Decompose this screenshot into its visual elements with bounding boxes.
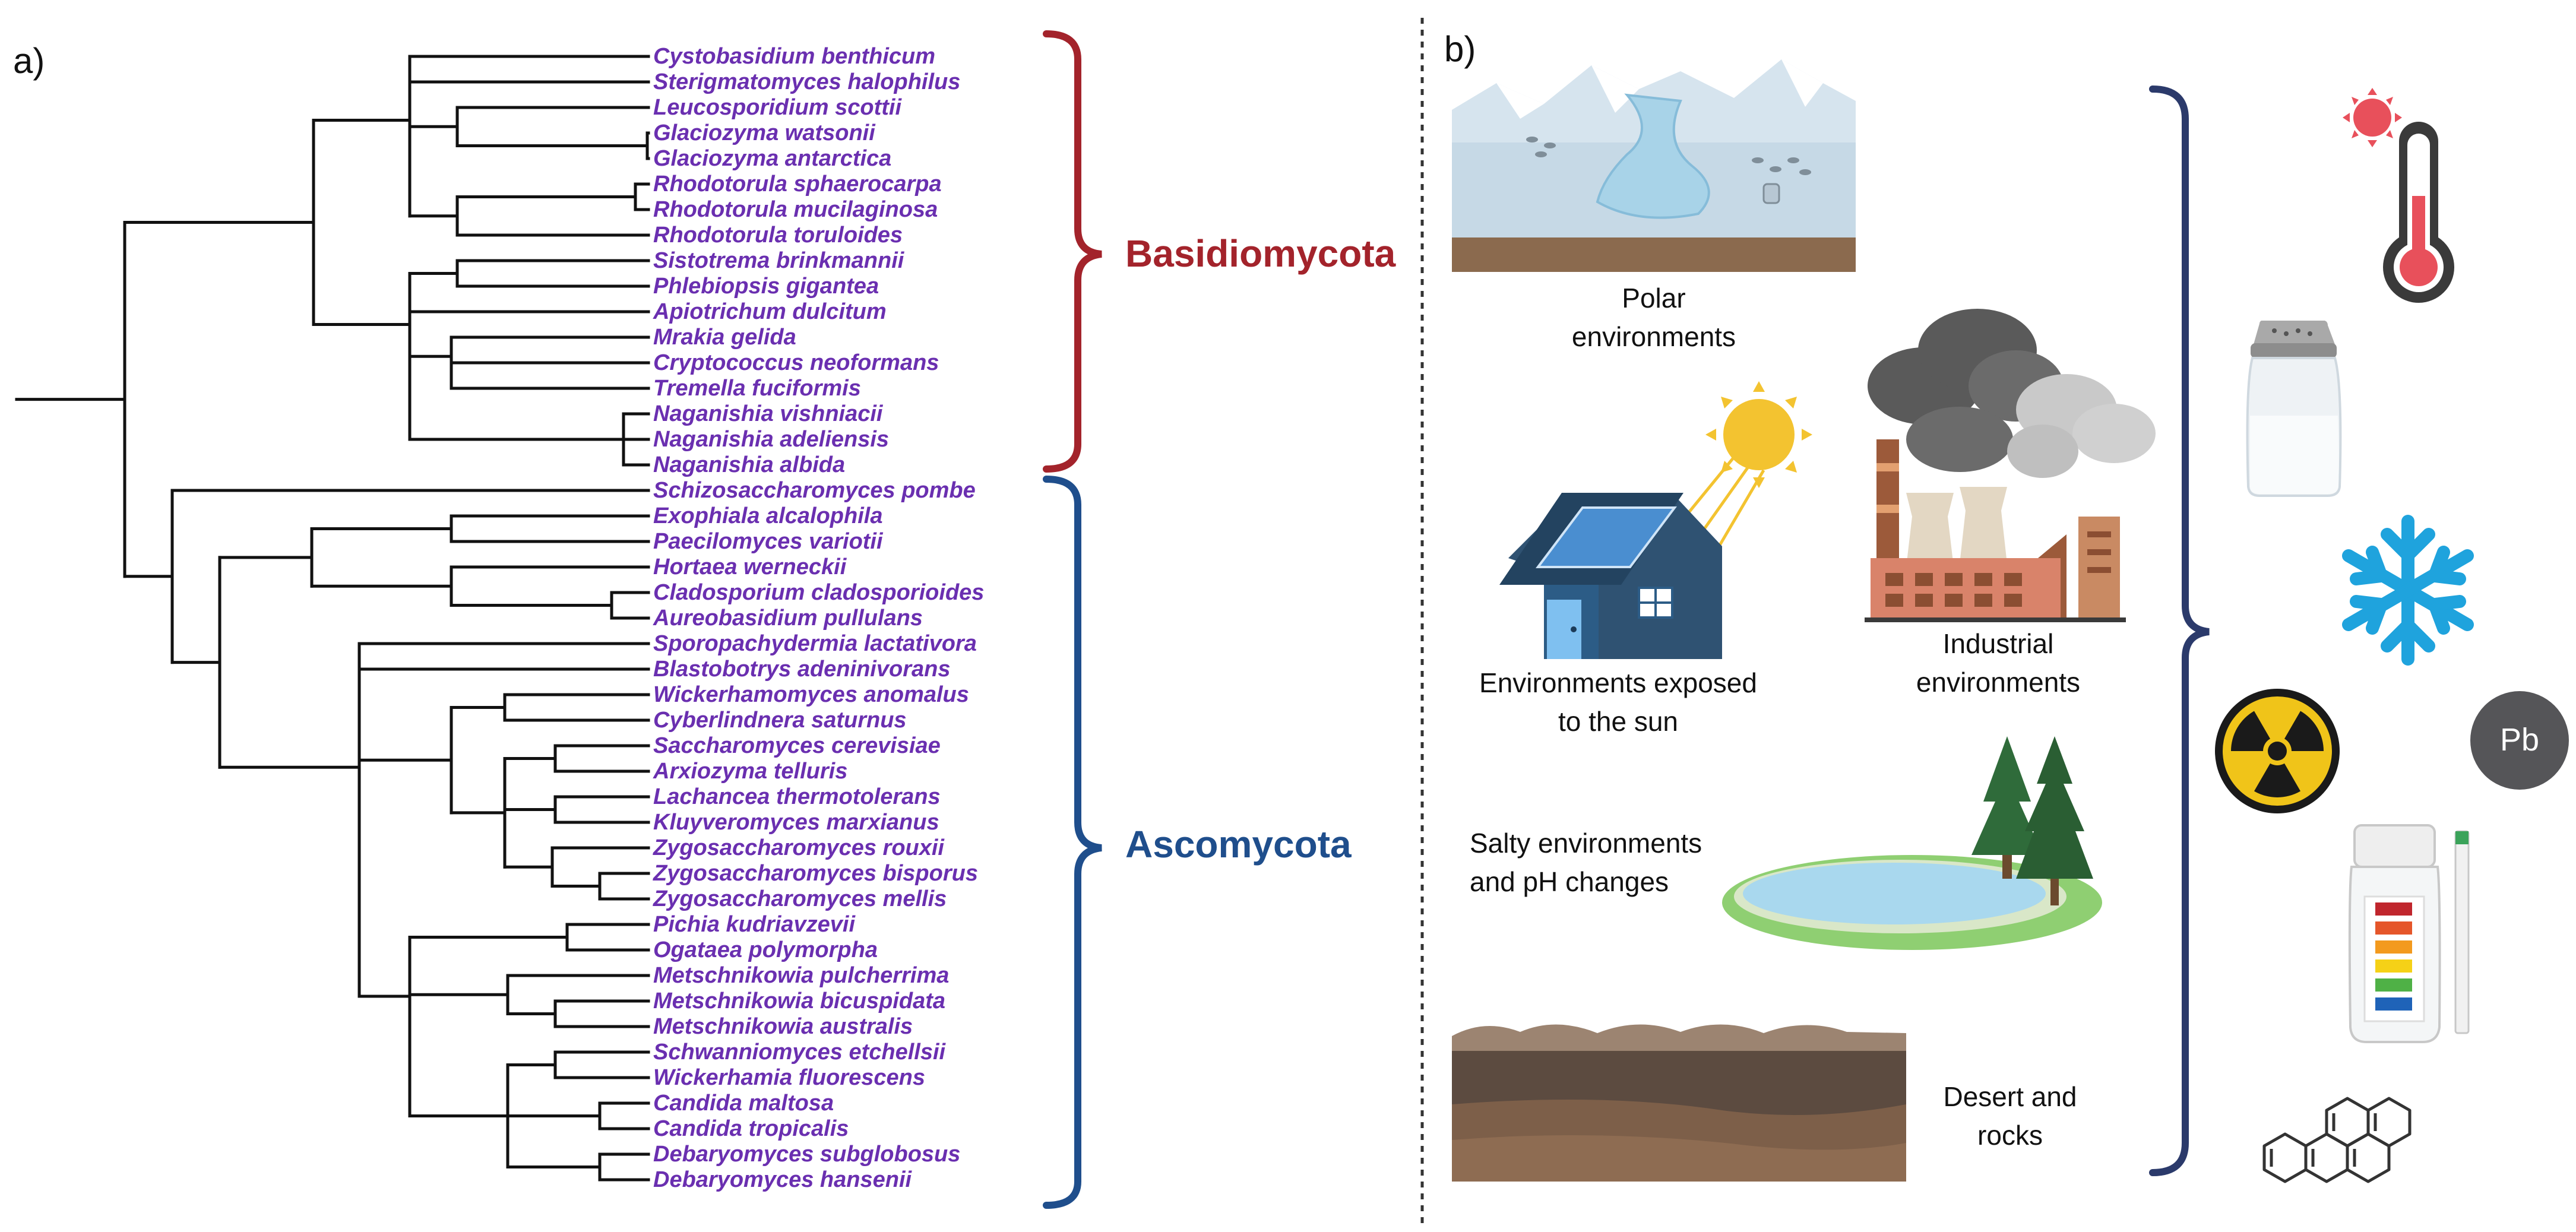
salty-lake-illustration	[1722, 736, 2102, 950]
panel-b-label: b)	[1444, 29, 1476, 69]
snowflake-icon	[2342, 515, 2474, 666]
taxon-label: Sistotrema brinkmannii	[653, 248, 904, 273]
salty-label-line2: and pH changes	[1470, 866, 1669, 897]
taxon-label: Paecilomyces variotii	[653, 529, 883, 554]
taxon-label: Cladosporium cladosporioides	[653, 580, 985, 605]
house-illustration	[1499, 381, 1812, 659]
taxon-label: Schizosaccharomyces pombe	[653, 478, 976, 503]
taxon-label: Zygosaccharomyces bisporus	[653, 861, 978, 886]
industrial-illustration	[1865, 309, 2156, 622]
taxon-label: Zygosaccharomyces rouxii	[653, 835, 944, 860]
taxon-label: Cystobasidium benthicum	[653, 44, 936, 69]
taxon-label: Leucosporidium scottii	[653, 95, 902, 120]
taxon-label: Candida tropicalis	[653, 1116, 849, 1141]
panel-a-label: a)	[13, 41, 45, 81]
taxon-label: Metschnikowia australis	[653, 1014, 913, 1039]
polar-label-line2: environments	[1571, 321, 1736, 352]
taxon-label: Lachancea thermotolerans	[653, 784, 941, 809]
taxon-label: Schwanniomyces etchellsii	[653, 1040, 946, 1065]
radiation-icon	[2215, 689, 2340, 813]
lead-pb-icon	[2470, 691, 2569, 790]
stress-bracket	[2149, 85, 2210, 1176]
taxon-label: Tremella fuciformis	[653, 376, 861, 401]
basidiomycota-bracket	[1043, 30, 1102, 473]
taxon-label: Candida maltosa	[653, 1091, 834, 1116]
taxon-label: Blastobotrys adeninivorans	[653, 657, 951, 682]
desert-label-line2: rocks	[1977, 1120, 2043, 1151]
taxon-label: Hortaea werneckii	[653, 555, 847, 579]
lead-pb-label: Pb	[2499, 722, 2540, 758]
taxon-label: Naganishia vishniacii	[653, 401, 883, 426]
taxon-label: Exophiala alcalophila	[653, 503, 883, 528]
taxon-label: Zygosaccharomyces mellis	[653, 886, 947, 911]
taxon-label: Metschnikowia pulcherrima	[653, 963, 950, 988]
sun-label-line2: to the sun	[1558, 706, 1679, 737]
industrial-label-line1: Industrial	[1942, 628, 2054, 659]
desert-illustration	[1452, 1024, 1906, 1182]
taxon-label: Debaryomyces subglobosus	[653, 1142, 961, 1167]
taxon-label: Mrakia gelida	[653, 325, 796, 350]
taxon-label: Wickerhamomyces anomalus	[653, 682, 969, 707]
taxon-label: Ogataea polymorpha	[653, 938, 878, 962]
taxon-label: Debaryomyces hansenii	[653, 1167, 912, 1192]
taxon-label: Aureobasidium pullulans	[653, 606, 923, 631]
taxon-label: Kluyveromyces marxianus	[653, 810, 939, 835]
taxon-label: Metschnikowia bicuspidata	[653, 989, 945, 1014]
taxon-label: Sporopachydermia lactativora	[653, 631, 977, 656]
taxon-label: Cyberlindnera saturnus	[653, 708, 907, 733]
ascomycota-label: Ascomycota	[1125, 823, 1352, 866]
taxon-label: Arxiozyma telluris	[653, 759, 848, 784]
basidiomycota-label: Basidiomycota	[1125, 232, 1396, 275]
salt-shaker-icon	[2246, 321, 2342, 497]
taxon-label: Cryptococcus neoformans	[653, 350, 939, 375]
desert-label-line1: Desert and	[1943, 1081, 2077, 1112]
industrial-label-line2: environments	[1916, 667, 2081, 698]
taxon-label: Wickerhamia fluorescens	[653, 1065, 925, 1090]
taxon-label: Rhodotorula toruloides	[653, 223, 903, 248]
ascomycota-bracket	[1043, 476, 1102, 1209]
taxon-label: Rhodotorula sphaerocarpa	[653, 172, 942, 197]
taxon-label: Naganishia adeliensis	[653, 427, 890, 452]
taxon-label: Naganishia albida	[653, 452, 846, 477]
polar-label-line1: Polar	[1622, 283, 1686, 313]
pyrene-molecule-icon	[2262, 1097, 2412, 1183]
polar-illustration	[1452, 59, 1856, 272]
sun-label-line1: Environments exposed	[1479, 667, 1757, 698]
thermometer-icon	[2343, 88, 2454, 303]
taxon-label: Phlebiopsis gigantea	[653, 274, 879, 299]
ph-test-icon	[2348, 824, 2470, 1043]
taxon-label: Glaciozyma watsonii	[653, 121, 875, 145]
taxon-label: Pichia kudriavzevii	[653, 912, 856, 937]
taxon-label: Apiotrichum dulcitum	[653, 299, 887, 324]
taxon-label: Saccharomyces cerevisiae	[653, 733, 941, 758]
taxon-label: Rhodotorula mucilaginosa	[653, 197, 938, 222]
taxon-label: Glaciozyma antarctica	[653, 146, 892, 171]
salty-label-line1: Salty environments	[1470, 828, 1702, 859]
taxon-label: Sterigmatomyces halophilus	[653, 69, 961, 94]
